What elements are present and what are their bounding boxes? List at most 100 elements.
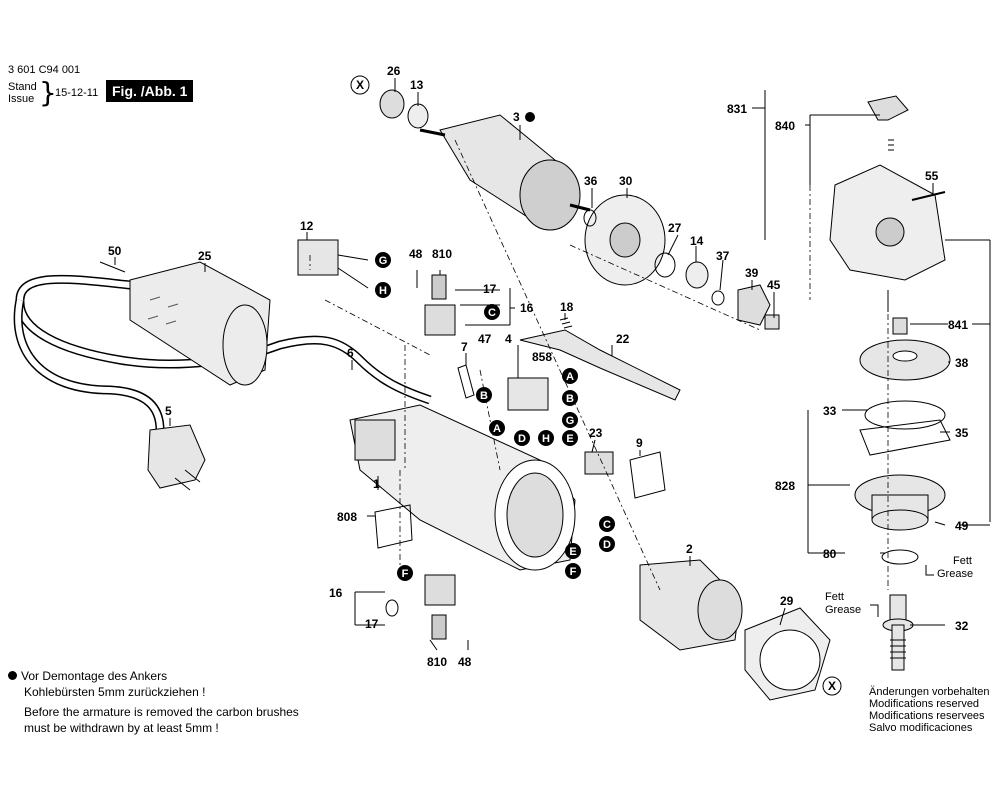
callout-858: 858 — [532, 350, 552, 364]
callout-33: 33 — [823, 404, 837, 418]
callout-5: 5 — [165, 404, 172, 418]
svg-text:C: C — [488, 307, 496, 319]
marker-c-2: C — [599, 516, 615, 532]
callout-45: 45 — [767, 278, 781, 292]
marker-e-2: E — [565, 543, 581, 559]
cord-sleeve — [129, 261, 271, 386]
callout-49: 49 — [955, 519, 969, 533]
callout-25: 25 — [198, 249, 212, 263]
marker-x-bottom: X — [822, 676, 842, 696]
fett-label-top: Fett — [953, 555, 972, 567]
figure-label: Fig. /Abb. 1 — [106, 80, 194, 102]
modifications-es: Salvo modificaciones — [869, 722, 973, 734]
svg-text:X: X — [828, 679, 836, 693]
footnote-english: Before the armature is removed the carbo… — [24, 704, 299, 736]
marker-e-1: E — [562, 430, 578, 446]
callout-29: 29 — [780, 594, 794, 608]
callout-37: 37 — [716, 249, 730, 263]
callout-12: 12 — [300, 219, 314, 233]
callout-841: 841 — [948, 318, 968, 332]
protective-guard — [744, 607, 831, 701]
svg-text:F: F — [402, 568, 409, 580]
spindle — [882, 594, 914, 671]
callout-32: 32 — [955, 619, 969, 633]
callout-38: 38 — [955, 356, 969, 370]
callout-26: 26 — [387, 64, 401, 78]
svg-text:A: A — [493, 423, 501, 435]
bearing-14 — [685, 261, 709, 289]
carbon-brush — [431, 274, 447, 300]
marker-a-1: A — [562, 368, 578, 384]
callout-16-bottom: 16 — [329, 586, 343, 600]
footnote-en-line2: must be withdrawn by at least 5mm ! — [24, 721, 219, 735]
callout-810-top: 810 — [432, 247, 452, 261]
field-stator — [639, 559, 743, 651]
grease-label-bottom: Grease — [825, 604, 861, 616]
fan-wheel — [584, 194, 666, 286]
callout-6: 6 — [347, 346, 354, 360]
marker-g-1: G — [375, 252, 391, 268]
callout-840: 840 — [775, 119, 795, 133]
capacitor-12 — [297, 239, 339, 276]
callout-2: 2 — [686, 542, 693, 556]
callout-50: 50 — [108, 244, 122, 258]
svg-text:H: H — [379, 285, 387, 297]
callout-16-top: 16 — [520, 301, 534, 315]
nut — [764, 314, 780, 330]
callout-27: 27 — [668, 221, 682, 235]
marker-d-2: D — [599, 536, 615, 552]
marker-c-1: C — [484, 304, 500, 320]
callout-4: 4 — [505, 332, 512, 346]
callout-47: 47 — [478, 332, 492, 346]
modifications-en: Modifications reserved — [869, 698, 980, 710]
marker-a-2: A — [489, 420, 505, 436]
modifications-de: Änderungen vorbehalten — [869, 686, 990, 698]
marker-h-1: H — [375, 282, 391, 298]
svg-text:A: A — [566, 371, 574, 383]
label-808 — [374, 504, 413, 549]
marker-g-2: G — [562, 412, 578, 428]
marker-f-1: F — [565, 563, 581, 579]
washer-37 — [711, 290, 725, 306]
washer — [583, 209, 597, 227]
callout-17-bottom: 17 — [365, 617, 379, 631]
ring — [654, 252, 676, 278]
issue-date: 15-12-11 — [55, 87, 99, 99]
callout-55: 55 — [925, 169, 939, 183]
svg-text:B: B — [566, 393, 574, 405]
marker-h-2: H — [538, 430, 554, 446]
callout-35: 35 — [955, 426, 969, 440]
callout-30: 30 — [619, 174, 633, 188]
svg-text:B: B — [480, 390, 488, 402]
callout-18: 18 — [560, 300, 574, 314]
callout-831: 831 — [727, 102, 747, 116]
svg-text:F: F — [570, 566, 577, 578]
callout-36: 36 — [584, 174, 598, 188]
svg-text:H: H — [542, 433, 550, 445]
document-number: 3 601 C94 001 — [8, 64, 81, 76]
issue-label: Issue — [8, 93, 35, 105]
brush-holder — [424, 304, 456, 336]
svg-text:E: E — [566, 433, 573, 445]
brace-icon: } — [39, 76, 57, 109]
motor-housing — [349, 404, 576, 571]
callout-7: 7 — [461, 340, 468, 354]
label-9 — [629, 451, 666, 499]
bearing-flange — [854, 474, 946, 531]
gasket — [859, 419, 951, 456]
callout-80: 80 — [823, 547, 837, 561]
footnote-de-line1: Vor Demontage des Ankers — [21, 669, 168, 683]
note-bullet-icon — [8, 671, 17, 680]
spindle-lock-button — [867, 95, 909, 121]
carbon-brush-lower — [431, 614, 447, 640]
armature — [419, 114, 591, 231]
clip-7 — [457, 364, 475, 399]
marker-b-2: B — [476, 387, 492, 403]
spring-17 — [385, 599, 399, 617]
svg-text:D: D — [603, 539, 611, 551]
marker-f-2: F — [397, 565, 413, 581]
modifications-note: Änderungen vorbehalten Modifications res… — [869, 686, 989, 734]
stand-label: Stand — [8, 81, 37, 93]
slide-switch-23 — [584, 451, 614, 475]
fett-label-bottom: Fett — [825, 591, 844, 603]
